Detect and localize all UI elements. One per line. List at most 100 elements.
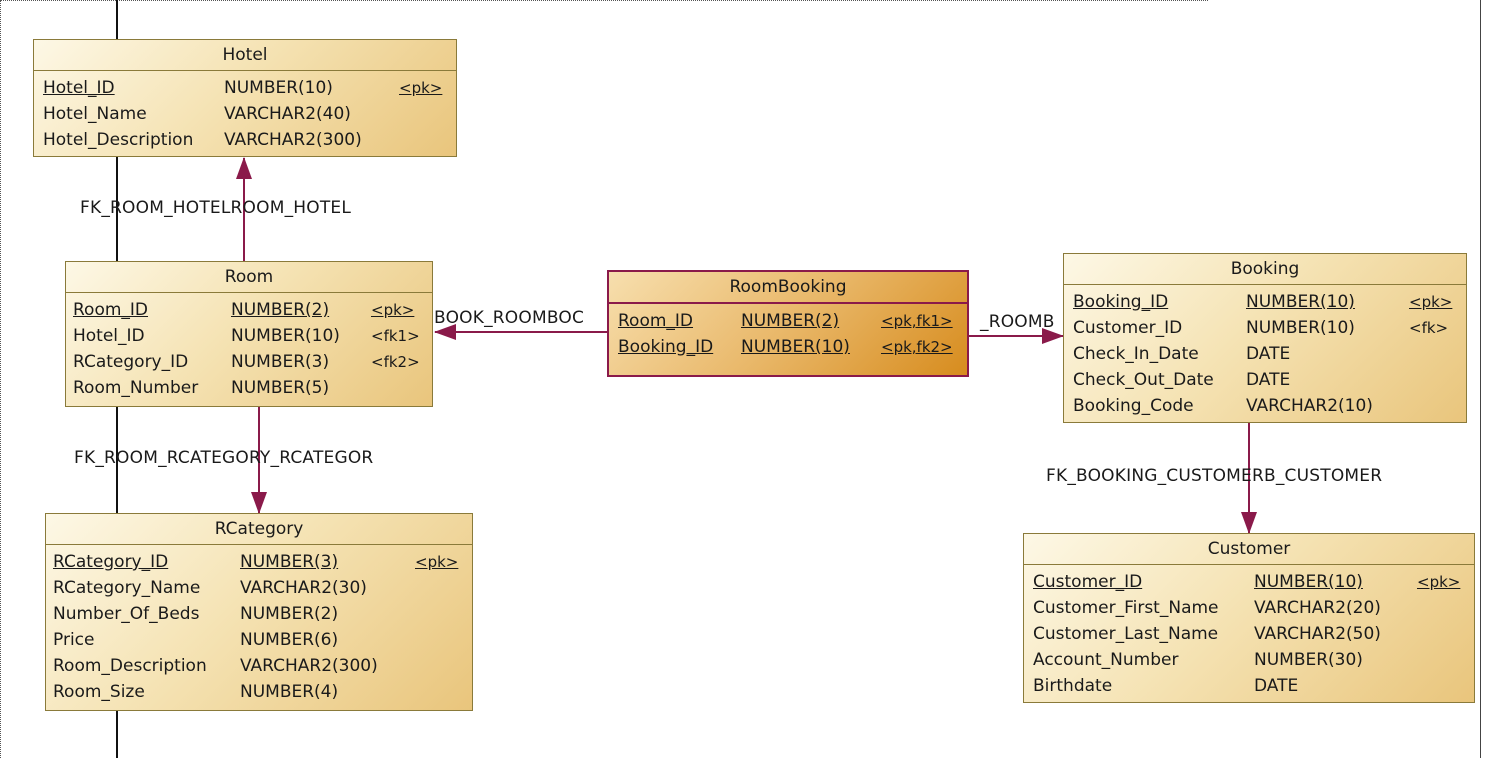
column-name: Hotel_Name bbox=[43, 104, 147, 124]
entity-row: Customer_ID NUMBER(10) <fk> bbox=[1064, 315, 1466, 341]
entity-row: Customer_First_Name VARCHAR2(20) bbox=[1024, 595, 1474, 621]
entity-row: Birthdate DATE bbox=[1024, 673, 1474, 699]
entity-row: Customer_Last_Name VARCHAR2(50) bbox=[1024, 621, 1474, 647]
column-name: Hotel_Description bbox=[43, 130, 194, 150]
column-type: VARCHAR2(300) bbox=[240, 656, 378, 676]
column-key: <fk> bbox=[1409, 319, 1449, 337]
column-name: Room_Number bbox=[73, 378, 199, 398]
entity-row: Check_In_Date DATE bbox=[1064, 341, 1466, 367]
entity-row: Account_Number NUMBER(30) bbox=[1024, 647, 1474, 673]
entity-row: Number_Of_Beds NUMBER(2) bbox=[46, 601, 472, 627]
column-type: NUMBER(2) bbox=[231, 300, 330, 320]
entity-row: Room_Size NUMBER(4) bbox=[46, 679, 472, 705]
column-key: <pk> bbox=[415, 553, 459, 571]
link-label-room-rcategory: FK_ROOM_RCATEGORY_RCATEGOR bbox=[74, 448, 374, 468]
entity-room[interactable]: Room Room_ID NUMBER(2) <pk> Hotel_ID NUM… bbox=[65, 261, 433, 407]
column-name: Room_ID bbox=[73, 300, 149, 320]
column-name: RCategory_Name bbox=[53, 578, 201, 598]
column-key: <pk> bbox=[1409, 293, 1453, 311]
column-name: RCategory_ID bbox=[73, 352, 189, 372]
page-border-top bbox=[0, 0, 1208, 1]
entity-row: Room_Description VARCHAR2(300) bbox=[46, 653, 472, 679]
column-type: NUMBER(2) bbox=[240, 604, 339, 624]
column-name: Check_In_Date bbox=[1073, 344, 1199, 364]
page-break-line bbox=[116, 156, 118, 262]
entity-title: RoomBooking bbox=[609, 272, 967, 304]
page-border-left bbox=[0, 0, 1, 758]
column-name: Number_Of_Beds bbox=[53, 604, 200, 624]
entity-row: Booking_ID NUMBER(10) <pk> bbox=[1064, 289, 1466, 315]
link-label-roombooking-booking: _ROOMB bbox=[980, 312, 1055, 332]
column-name: Booking_ID bbox=[1073, 292, 1169, 312]
column-type: NUMBER(10) bbox=[741, 337, 850, 357]
column-name: Customer_First_Name bbox=[1033, 598, 1219, 618]
column-name: Room_Size bbox=[53, 682, 145, 702]
entity-row: Customer_ID NUMBER(10) <pk> bbox=[1024, 569, 1474, 595]
link-label-booking-customer: FK_BOOKING_CUSTOMERB_CUSTOMER bbox=[1046, 466, 1383, 486]
link-label-room-hotel: FK_ROOM_HOTELROOM_HOTEL bbox=[80, 198, 352, 218]
entity-roombooking[interactable]: RoomBooking Room_ID NUMBER(2) <pk,fk1> B… bbox=[607, 270, 969, 377]
page-break-line bbox=[116, 711, 118, 758]
entity-title: RCategory bbox=[46, 514, 472, 545]
column-name: Booking_ID bbox=[618, 337, 714, 357]
column-name: Hotel_ID bbox=[73, 326, 145, 346]
entity-row: Hotel_Description VARCHAR2(300) bbox=[34, 127, 456, 153]
column-type: DATE bbox=[1246, 370, 1291, 390]
entity-customer[interactable]: Customer Customer_ID NUMBER(10) <pk> Cus… bbox=[1023, 533, 1475, 703]
column-name: Birthdate bbox=[1033, 676, 1113, 696]
column-type: VARCHAR2(10) bbox=[1246, 396, 1373, 416]
column-key: <pk> bbox=[371, 301, 415, 319]
column-key: <pk,fk2> bbox=[881, 338, 953, 356]
entity-hotel[interactable]: Hotel Hotel_ID NUMBER(10) <pk> Hotel_Nam… bbox=[33, 39, 457, 157]
entity-row: Booking_Code VARCHAR2(10) bbox=[1064, 393, 1466, 419]
link-label-roombooking-room: BOOK_ROOMBOC bbox=[434, 308, 585, 328]
column-key: <pk> bbox=[399, 79, 443, 97]
column-type: VARCHAR2(300) bbox=[224, 130, 362, 150]
column-name: Price bbox=[53, 630, 95, 650]
column-name: Booking_Code bbox=[1073, 396, 1194, 416]
column-type: NUMBER(5) bbox=[231, 378, 330, 398]
entity-row: RCategory_ID NUMBER(3) <fk2> bbox=[66, 349, 432, 375]
column-type: NUMBER(10) bbox=[1246, 318, 1355, 338]
column-name: Check_Out_Date bbox=[1073, 370, 1214, 390]
entity-row: Room_ID NUMBER(2) <pk> bbox=[66, 297, 432, 323]
entity-title: Room bbox=[66, 262, 432, 293]
entity-booking[interactable]: Booking Booking_ID NUMBER(10) <pk> Custo… bbox=[1063, 253, 1467, 423]
column-key: <fk2> bbox=[371, 353, 420, 371]
entity-rcategory[interactable]: RCategory RCategory_ID NUMBER(3) <pk> RC… bbox=[45, 513, 473, 711]
column-type: NUMBER(3) bbox=[240, 552, 339, 572]
entity-row: Hotel_ID NUMBER(10) <fk1> bbox=[66, 323, 432, 349]
page-border-right bbox=[1480, 0, 1481, 758]
column-type: VARCHAR2(20) bbox=[1254, 598, 1381, 618]
column-type: DATE bbox=[1246, 344, 1291, 364]
column-type: NUMBER(10) bbox=[1246, 292, 1355, 312]
column-name: Room_Description bbox=[53, 656, 207, 676]
entity-row: RCategory_Name VARCHAR2(30) bbox=[46, 575, 472, 601]
column-type: NUMBER(10) bbox=[224, 78, 333, 98]
column-type: DATE bbox=[1254, 676, 1299, 696]
column-type: NUMBER(6) bbox=[240, 630, 339, 650]
entity-row: Room_Number NUMBER(5) bbox=[66, 375, 432, 401]
column-name: RCategory_ID bbox=[53, 552, 169, 572]
entity-title: Customer bbox=[1024, 534, 1474, 565]
column-key: <pk,fk1> bbox=[881, 312, 953, 330]
entity-row: Hotel_Name VARCHAR2(40) bbox=[34, 101, 456, 127]
entity-title: Hotel bbox=[34, 40, 456, 71]
entity-row: Check_Out_Date DATE bbox=[1064, 367, 1466, 393]
column-key: <fk1> bbox=[371, 327, 420, 345]
entity-row: Booking_ID NUMBER(10) <pk,fk2> bbox=[609, 334, 967, 360]
column-name: Customer_ID bbox=[1073, 318, 1183, 338]
entity-row: RCategory_ID NUMBER(3) <pk> bbox=[46, 549, 472, 575]
column-type: NUMBER(10) bbox=[1254, 572, 1363, 592]
page-break-line bbox=[116, 0, 118, 40]
column-type: NUMBER(30) bbox=[1254, 650, 1363, 670]
column-type: VARCHAR2(50) bbox=[1254, 624, 1381, 644]
column-name: Account_Number bbox=[1033, 650, 1179, 670]
column-type: NUMBER(3) bbox=[231, 352, 330, 372]
column-key: <pk> bbox=[1417, 573, 1461, 591]
column-type: NUMBER(2) bbox=[741, 311, 840, 331]
entity-row: Hotel_ID NUMBER(10) <pk> bbox=[34, 75, 456, 101]
entity-title: Booking bbox=[1064, 254, 1466, 285]
